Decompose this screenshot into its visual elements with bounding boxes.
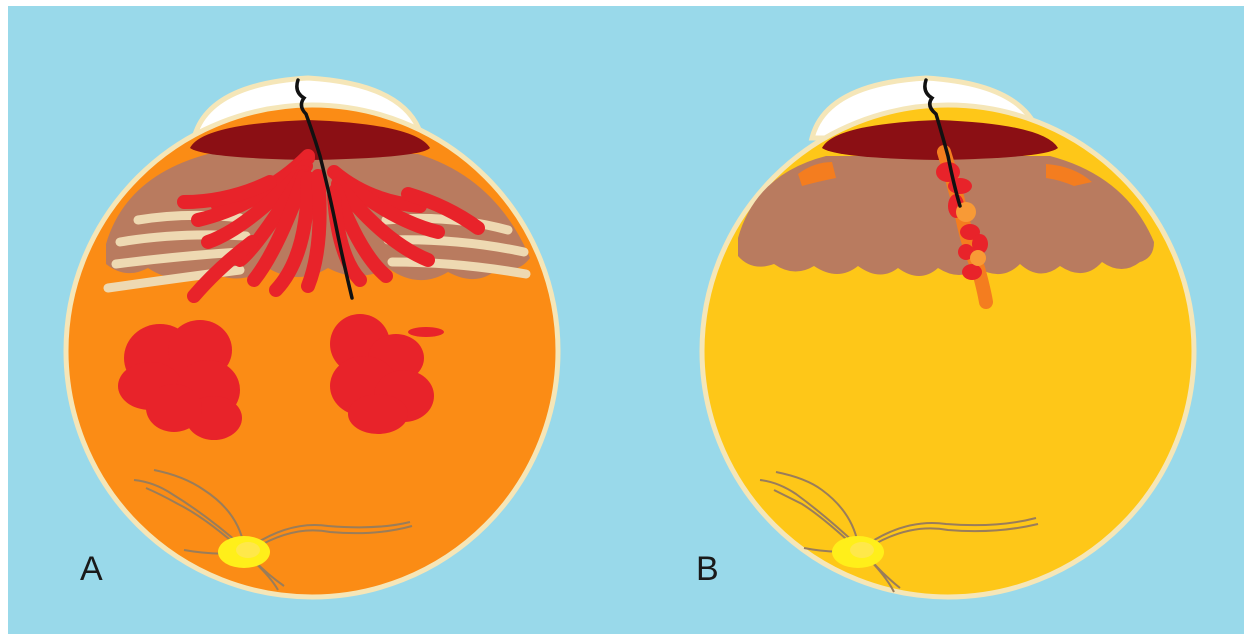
panel-label-b: B [696,552,719,586]
eye-diagram-a [8,6,626,634]
panel-b: B [626,6,1244,634]
panel-a: A [8,6,626,634]
optic-cup-b [850,542,874,558]
eye-diagram-b [626,6,1244,634]
figure-frame: A [8,6,1244,634]
panel-label-a: A [80,552,103,586]
optic-cup-a [236,542,260,558]
